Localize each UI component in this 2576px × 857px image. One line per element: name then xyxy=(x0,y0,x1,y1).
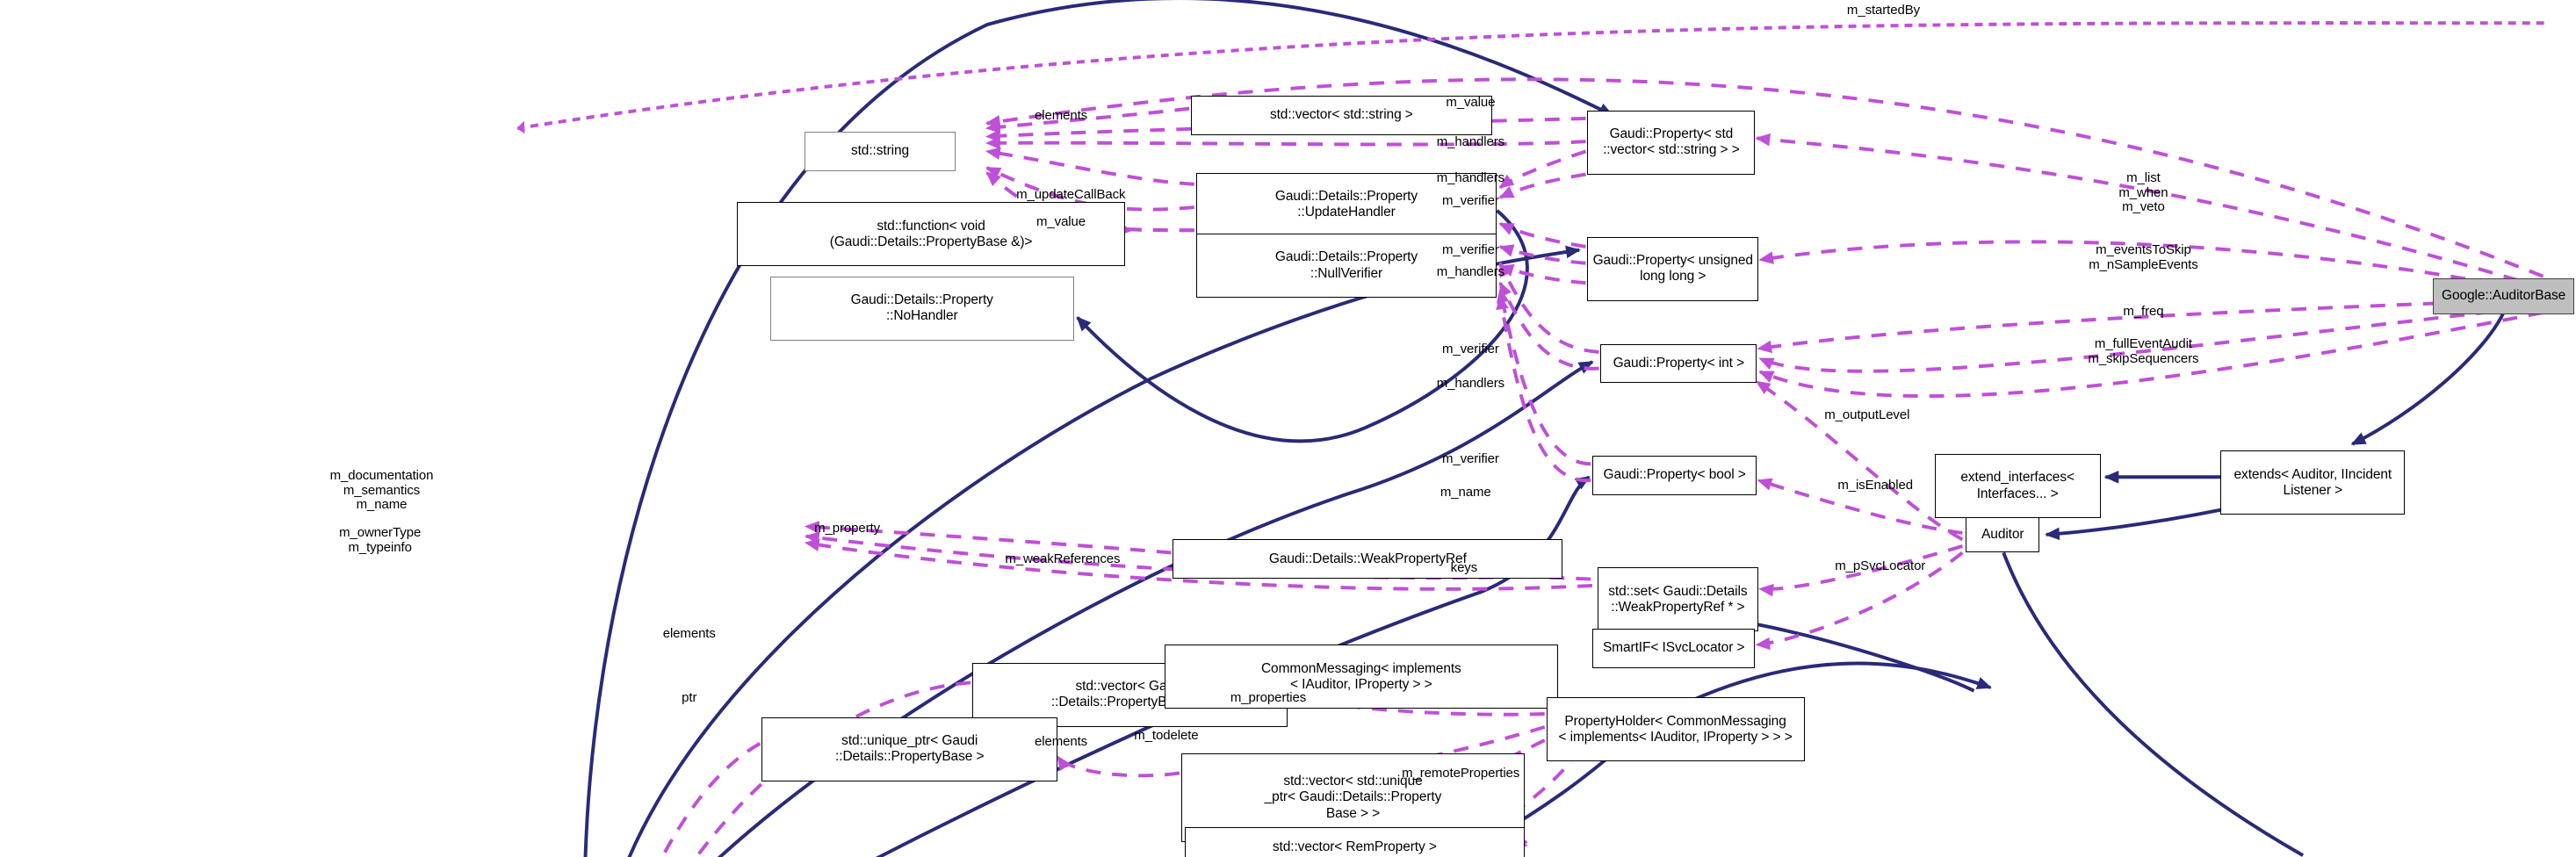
edge-label-m_pSvcLocator: m_pSvcLocator xyxy=(1835,558,1926,573)
class-node-label: std::vector< RemProperty > xyxy=(1272,839,1437,854)
class-node-auditor[interactable]: Auditor xyxy=(1966,516,2040,553)
class-node-label: Gaudi::Details::Property ::NullVerifier xyxy=(1274,249,1418,281)
class-node-label: extend_interfaces< Interfaces... > xyxy=(1960,470,2075,501)
class-node-label: std::vector< std::string > xyxy=(1269,106,1413,122)
edge-label-m_fullEventAudit: m_fullEventAudit m_skipSequencers xyxy=(2088,336,2199,366)
class-node-google_auditorbase[interactable]: Google::AuditorBase xyxy=(2433,277,2575,314)
class-node-propertyholder[interactable]: PropertyHolder< CommonMessaging < implem… xyxy=(1546,697,1805,762)
class-node-extends_auditor[interactable]: extends< Auditor, IIncident Listener > xyxy=(2220,450,2406,515)
class-node-label: extends< Auditor, IIncident Listener > xyxy=(2233,466,2392,498)
class-node-label: Gaudi::Property< std ::vector< std::stri… xyxy=(1603,126,1740,158)
edge-label-m_eventsToSkip: m_eventsToSkip m_nSampleEvents xyxy=(2089,242,2198,273)
class-node-label: SmartIF< ISvcLocator > xyxy=(1602,639,1745,655)
class-node-property_int[interactable]: Gaudi::Property< int > xyxy=(1600,343,1757,384)
edge-label-m_handlers_4: m_handlers xyxy=(1436,375,1505,391)
class-node-extend_interfaces[interactable]: extend_interfaces< Interfaces... > xyxy=(1934,454,2101,519)
class-node-nullverifier[interactable]: Gaudi::Details::Property ::NullVerifier xyxy=(1195,234,1497,299)
class-node-nohandler[interactable]: Gaudi::Details::Property ::NoHandler xyxy=(769,276,1074,341)
edge-label-m_todelete: m_todelete xyxy=(1134,727,1199,743)
class-node-smartif_isvclocator[interactable]: SmartIF< ISvcLocator > xyxy=(1591,628,1756,668)
edge-label-m_properties: m_properties xyxy=(1230,689,1307,705)
class-node-commonmessaging[interactable]: CommonMessaging< implements < IAuditor, … xyxy=(1165,645,1558,709)
edge-label-m_updateCallBack: m_updateCallBack xyxy=(1016,186,1126,202)
edge-label-m_freq: m_freq xyxy=(2123,303,2164,319)
edge-label-keys: keys xyxy=(1450,559,1478,575)
class-node-property_bool[interactable]: Gaudi::Property< bool > xyxy=(1591,455,1757,495)
edge-label-m_verifier_2: m_verifier xyxy=(1441,242,1499,258)
class-node-label: Google::AuditorBase xyxy=(2442,288,2566,304)
class-node-updatehandler[interactable]: Gaudi::Details::Property ::UpdateHandler xyxy=(1195,172,1497,237)
usage-edges xyxy=(516,21,2544,857)
class-node-label: Gaudi::Property< int > xyxy=(1613,355,1745,371)
class-node-label: Gaudi::Property< unsigned long long > xyxy=(1592,252,1753,284)
edge-label-m_property: m_property xyxy=(814,520,880,536)
edge-label-elements_string: elements xyxy=(1034,107,1088,123)
edge-label-m_value_2: m_value xyxy=(1036,214,1086,230)
class-node-label: Auditor xyxy=(1981,526,2024,542)
edge-label-ptr: ptr xyxy=(682,689,697,705)
edge-label-m_startedBy: m_startedBy xyxy=(1846,2,1921,18)
edge-label-m_handlers_2: m_handlers xyxy=(1436,169,1505,185)
class-node-label: Gaudi::Details::WeakPropertyRef xyxy=(1268,551,1467,566)
class-node-label: Gaudi::Details::Property ::NoHandler xyxy=(850,292,993,324)
edge-label-m_isEnabled: m_isEnabled xyxy=(1837,478,1913,493)
class-node-label: std::function< void (Gaudi::Details::Pro… xyxy=(829,218,1033,249)
class-node-unique_ptr_propertybase[interactable]: std::unique_ptr< Gaudi ::Details::Proper… xyxy=(761,717,1058,781)
class-node-vector_string[interactable]: std::vector< std::string > xyxy=(1190,95,1492,135)
edge-label-m_outputLevel: m_outputLevel xyxy=(1824,407,1910,422)
edge-label-elements_3: elements xyxy=(1034,734,1088,750)
edge-label-m_value_top: m_value xyxy=(1446,94,1496,110)
edge-label-m_name_label: m_name xyxy=(1440,484,1491,500)
edge-label-m_remoteProperties: m_remoteProperties xyxy=(1402,765,1520,781)
class-node-label: std::vector< std::unique _ptr< Gaudi::De… xyxy=(1264,774,1442,821)
class-node-label: std::set< Gaudi::Details ::WeakPropertyR… xyxy=(1608,583,1748,615)
edge-label-m_verifier_3: m_verifier xyxy=(1441,341,1499,356)
edge-label-m_list_when_veto: m_list m_when m_veto xyxy=(2118,169,2168,215)
class-node-std_function[interactable]: std::function< void (Gaudi::Details::Pro… xyxy=(737,202,1126,267)
class-node-set_weakref[interactable]: std::set< Gaudi::Details ::WeakPropertyR… xyxy=(1597,567,1759,632)
class-node-vector_remproperty[interactable]: std::vector< RemProperty > xyxy=(1184,827,1526,857)
class-node-property_ull[interactable]: Gaudi::Property< unsigned long long > xyxy=(1587,236,1759,301)
class-node-label: PropertyHolder< CommonMessaging < implem… xyxy=(1558,713,1793,745)
edge-label-m_ownerType: m_ownerType m_typeinfo xyxy=(339,525,422,556)
class-node-label: Gaudi::Property< bool > xyxy=(1603,467,1746,483)
class-node-label: Gaudi::Details::Property ::UpdateHandler xyxy=(1274,188,1418,220)
class-node-std_string[interactable]: std::string xyxy=(804,131,956,171)
class-node-label: std::string xyxy=(850,143,910,159)
edge-label-m_handlers_1: m_handlers xyxy=(1436,133,1505,149)
edge-label-m_handlers_3: m_handlers xyxy=(1436,263,1505,279)
class-node-label: CommonMessaging< implements < IAuditor, … xyxy=(1260,660,1461,692)
class-node-property_vector_string[interactable]: Gaudi::Property< std ::vector< std::stri… xyxy=(1587,110,1756,175)
edge-label-m_weakReferences: m_weakReferences xyxy=(1005,551,1121,567)
edge-label-m_documentation: m_documentation m_semantics m_name xyxy=(329,467,434,513)
class-node-label: std::unique_ptr< Gaudi ::Details::Proper… xyxy=(835,733,985,765)
edge-label-m_verifier_1: m_verifier xyxy=(1441,193,1499,209)
edge-label-m_verifier_4: m_verifier xyxy=(1441,451,1499,467)
edge-label-elements_2: elements xyxy=(662,625,716,641)
class-node-weakpropertyref[interactable]: Gaudi::Details::WeakPropertyRef xyxy=(1173,539,1563,580)
